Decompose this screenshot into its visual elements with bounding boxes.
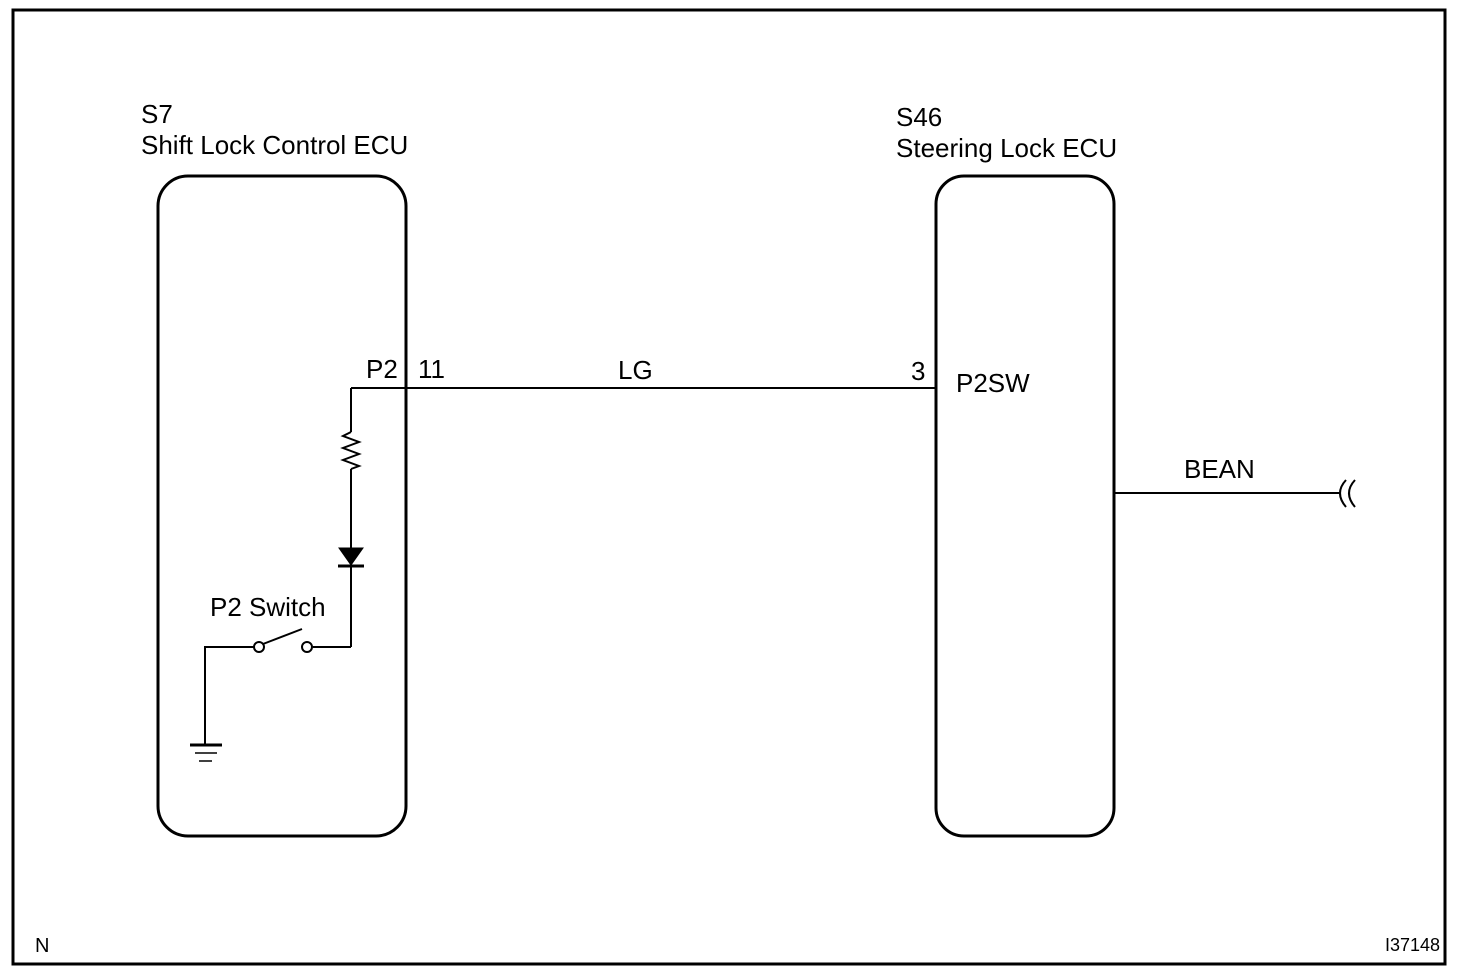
pin-p2sw-label: P2SW (956, 368, 1030, 398)
switch-wire-left (204, 646, 254, 745)
figure-id: I37148 (1385, 935, 1440, 955)
corner-left-mark: N (35, 935, 49, 957)
switch-icon (253, 628, 313, 653)
resistor-icon (340, 431, 362, 470)
diode-icon (338, 547, 364, 568)
shift-lock-ecu-box (156, 174, 408, 838)
wire-color-lg-label: LG (618, 355, 653, 385)
steering-lock-ecu-box (934, 174, 1116, 838)
right-ecu-name: Steering Lock ECU (896, 133, 1117, 163)
left-ecu-name: Shift Lock Control ECU (141, 130, 408, 160)
right-ecu-code: S46 (896, 102, 942, 132)
pin-3-label: 3 (911, 356, 925, 386)
pin-11-label: 11 (418, 354, 445, 384)
p2-switch-label: P2 Switch (210, 592, 326, 622)
ground-icon (190, 743, 222, 762)
pin-p2-label: P2 (366, 354, 398, 384)
diagram-frame (11, 8, 1447, 966)
wire-continuation-icon (1339, 479, 1356, 508)
left-ecu-code: S7 (141, 99, 173, 129)
bean-bus-label: BEAN (1184, 454, 1255, 484)
